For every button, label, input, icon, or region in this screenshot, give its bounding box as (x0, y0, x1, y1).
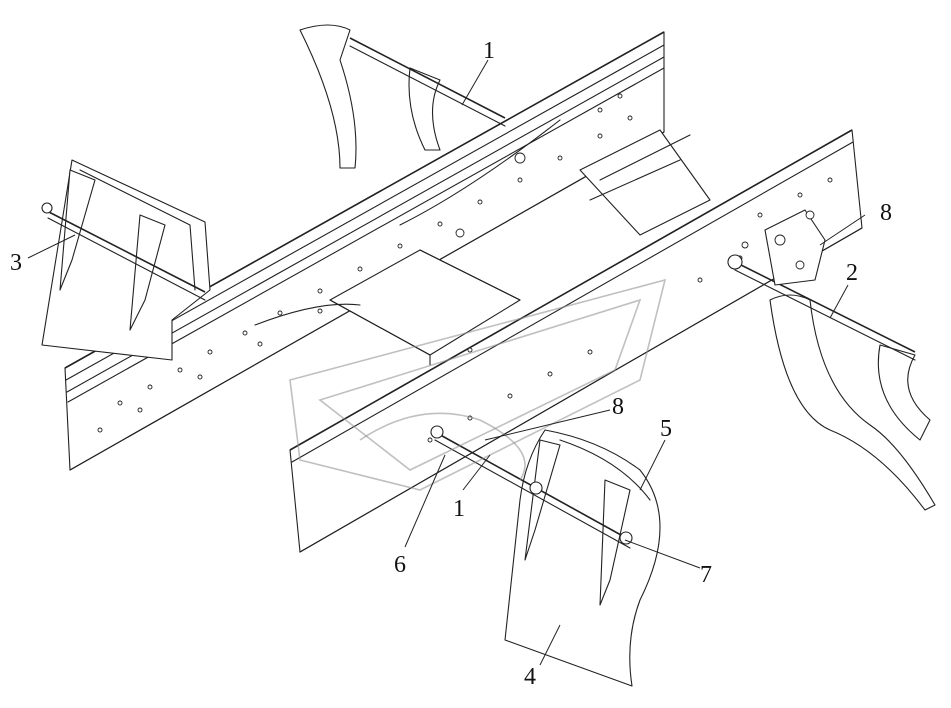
right-rail-holes (427, 177, 833, 443)
callout-labels: 1 1 2 3 4 5 6 7 8 8 (10, 38, 892, 690)
callout-1-bottom: 1 (453, 496, 465, 522)
callout-8-bottom: 8 (612, 394, 624, 420)
callout-7: 7 (700, 562, 712, 588)
watermark-logo (289, 278, 667, 491)
callout-6: 6 (394, 552, 406, 578)
callout-4: 4 (524, 664, 536, 690)
leader-lines (27, 59, 866, 666)
left-rail-holes (97, 93, 633, 433)
callout-5: 5 (660, 416, 672, 442)
callout-8-top: 8 (880, 200, 892, 226)
mudguard-rear-left (41, 159, 211, 361)
right-frame-rail (289, 129, 863, 553)
callout-1-top: 1 (483, 38, 495, 64)
callout-3: 3 (10, 250, 22, 276)
callout-2: 2 (846, 260, 858, 286)
mudguard-front-right (430, 425, 661, 687)
mudguard-front-top (299, 24, 506, 169)
cross-members (254, 119, 711, 366)
mudguard-right (727, 209, 936, 511)
